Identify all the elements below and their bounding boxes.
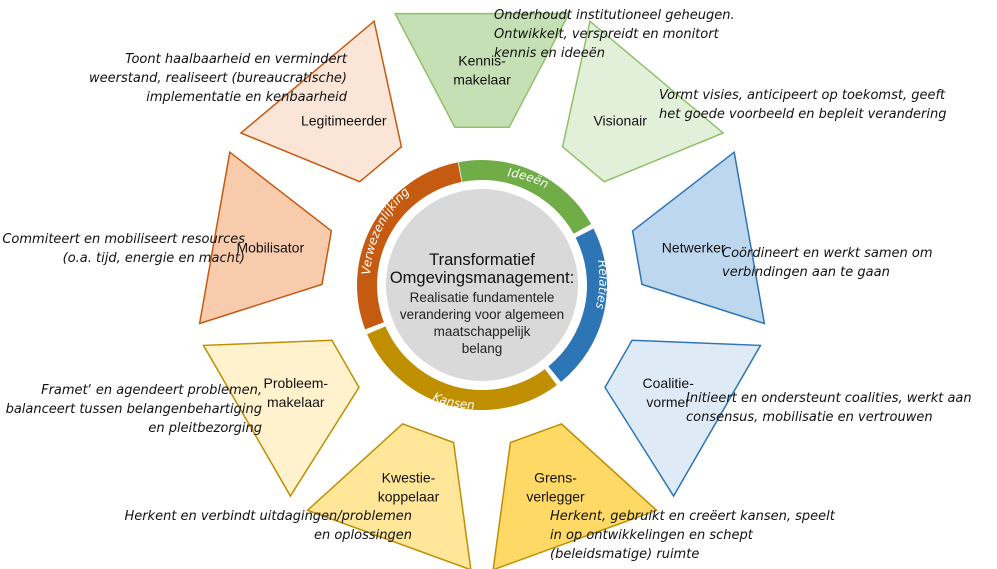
petal-label-probleemmakelaar: makelaar [267, 394, 325, 410]
desc-line: Herkent en verbindt uitdagingen/probleme… [124, 509, 412, 524]
petal-label-grensverlegger: Grens- [534, 470, 577, 486]
petal-label-netwerker: Netwerker [662, 240, 726, 256]
petal-probleemmakelaar [202, 339, 360, 498]
desc-line: (beleidsmatige) ruimte [550, 547, 700, 562]
center-body-line-1: Realisatie fundamentele [410, 290, 555, 305]
desc-visionair: Vormt visies, anticipeert op toekomst, g… [659, 86, 947, 124]
petal-label-kennismakelaar: Kennis- [458, 53, 506, 69]
desc-line: Onderhoudt institutioneel geheugen. [494, 8, 735, 23]
desc-mobilisator: Commiteert en mobiliseert resources (o.a… [2, 230, 245, 268]
center-body-line-3: maatschappelijk [434, 324, 531, 339]
petal-label-coalitievormer: vormer [646, 394, 690, 410]
ring-label-relaties: Relaties [593, 259, 611, 311]
desc-line: Herkent, gebruikt en creëert kansen, spe… [550, 509, 835, 524]
desc-grensverlegger: Herkent, gebruikt en creëert kansen, spe… [550, 507, 835, 564]
petal-coalitievormer [604, 339, 762, 498]
petal-kwestiekoppelaar [306, 423, 472, 569]
ring-arc-ideeen [458, 160, 592, 234]
desc-line: verbindingen aan te gaan [722, 265, 890, 280]
desc-kwestiekoppelaar: Herkent en verbindt uitdagingen/probleme… [124, 507, 412, 545]
petal-label-coalitievormer: Coalitie- [643, 375, 695, 391]
desc-line: balanceert tussen belangenbehartiging [5, 402, 262, 417]
petal-netwerker [631, 150, 766, 325]
petal-legitimeerder [239, 19, 403, 183]
desc-line: Ontwikkelt, verspreidt en monitort [494, 27, 719, 42]
desc-line: Commiteert en mobiliseert resources [2, 232, 245, 247]
desc-line: Frametʼ en agendeert problemen, [41, 383, 262, 398]
center-body-line-2: verandering voor algemeen [400, 307, 564, 322]
desc-line: Toont haalbaarheid en vermindert [125, 52, 347, 67]
desc-line: het goede voorbeeld en bepleit veranderi… [659, 107, 947, 122]
center-circle [386, 189, 578, 381]
petal-kennismakelaar [393, 12, 571, 129]
desc-line: Coördineert en werkt samen om [722, 246, 933, 261]
ring-arc-verwezenlijking [357, 162, 462, 330]
petal-label-mobilisator: Mobilisator [236, 240, 304, 256]
ring-arc-kansen [367, 326, 557, 410]
desc-line: en pleitbezorging [148, 421, 262, 436]
desc-line: kennis en ideeën [494, 46, 605, 61]
desc-netwerker: Coördineert en werkt samen om verbinding… [722, 244, 933, 282]
desc-line: Vormt visies, anticipeert op toekomst, g… [659, 88, 946, 103]
desc-line: weerstand, realiseert (bureaucratische) [89, 71, 347, 86]
desc-line: consensus, mobilisatie en vertrouwen [686, 410, 933, 425]
desc-coalitievormer: Initieert en ondersteunt coalities, werk… [686, 389, 972, 427]
desc-line: implementatie en kenbaarheid [146, 90, 347, 105]
petal-visionair [561, 19, 725, 183]
petal-label-legitimeerder: Legitimeerder [301, 112, 387, 128]
center-title-line-1: Transformatief [429, 251, 535, 269]
petal-label-kwestiekoppelaar: koppelaar [378, 489, 440, 505]
desc-line: Initieert en ondersteunt coalities, werk… [686, 391, 972, 406]
ring-arc-relaties [548, 228, 607, 382]
center-title-line-2: Omgevingsmanagement: [390, 269, 574, 287]
desc-line: en oplossingen [313, 528, 412, 543]
desc-line: in op ontwikkelingen en schept [550, 528, 753, 543]
desc-legitimeerder: Toont haalbaarheid en vermindert weersta… [89, 50, 347, 107]
desc-probleemmakelaar: Frametʼ en agendeert problemen, balancee… [6, 381, 262, 438]
petal-grensverlegger [492, 423, 658, 569]
center-body-line-4: belang [462, 341, 503, 356]
petal-label-probleemmakelaar: Probleem- [264, 375, 329, 391]
desc-kennismakelaar: Onderhoudt institutioneel geheugen. Ontw… [494, 6, 735, 63]
desc-line: (o.a. tijd, energie en macht) [62, 251, 245, 266]
petal-mobilisator [198, 150, 333, 325]
petal-label-grensverlegger: verlegger [526, 489, 585, 505]
petal-label-visionair: Visionair [593, 112, 647, 128]
petal-label-kennismakelaar: makelaar [453, 72, 511, 88]
role-petals: Kennis-makelaarVisionairNetwerkerCoaliti… [198, 12, 766, 569]
petal-label-kwestiekoppelaar: Kwestie- [382, 470, 436, 486]
